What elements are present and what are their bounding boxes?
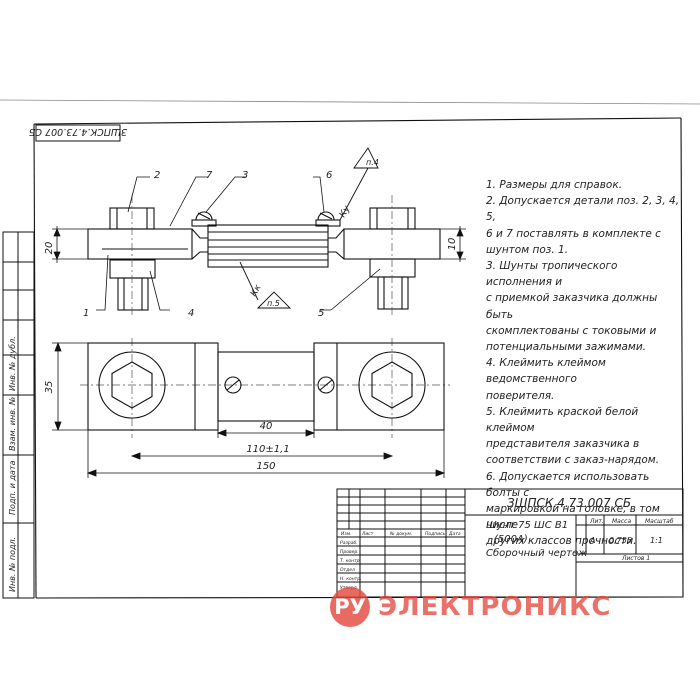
- tb-h-date: Дата: [448, 531, 461, 537]
- tb-r-empty: Отдел: [340, 567, 355, 573]
- tb-name3: Сборочный чертеж: [486, 547, 587, 559]
- dim-150: 150: [256, 461, 275, 472]
- tb-col-lit: Лит.: [589, 518, 604, 525]
- watermark-logo-icon: РУ: [330, 587, 370, 627]
- side-stamp-c3: Взам. инв. №: [8, 397, 17, 451]
- tb-r-tkontr: Т. контр.: [340, 558, 361, 564]
- note-line: 6. Допускается использовать болты с: [486, 470, 650, 499]
- dim-lines-side: [52, 226, 466, 263]
- tb-r-razrab: Разраб.: [340, 540, 358, 546]
- dim-10: 10: [447, 238, 458, 251]
- side-stamp-c1: Инв. № подл.: [8, 537, 17, 592]
- side-stamp: [2, 231, 35, 599]
- tb-name1: Шунт 75 ШС В1: [486, 520, 568, 531]
- note-line: 5. Клеймить краской белой клеймом: [486, 405, 639, 435]
- side-stamp-c4: Инв. № дубл.: [8, 336, 17, 391]
- tb-designation: ЗШПСК.4.73.007 СБ: [507, 496, 631, 510]
- note-line: 2. Допускается детали поз. 2, 3, 4, 5,: [486, 195, 680, 224]
- note-line: скомплектованы с токовыми и: [486, 324, 657, 337]
- note-line: 3. Шунты тропического исполнения и: [486, 260, 618, 289]
- plan-view: [87, 342, 445, 431]
- tb-r-nkontr: Н. контр.: [340, 576, 362, 582]
- tb-name2: (500А): [494, 534, 528, 545]
- tb-sheets: Листов 1: [621, 555, 650, 562]
- dim-110: 110±1,1: [246, 444, 289, 455]
- dim-40: 40: [260, 421, 273, 432]
- side-view: [87, 207, 441, 311]
- leader-5: 5: [318, 308, 324, 319]
- note-line: потенциальными зажимами.: [486, 341, 647, 354]
- note-line: 1. Размеры для справок.: [486, 179, 623, 191]
- mark-flags: [239, 147, 379, 309]
- tb-lit: А: [589, 536, 595, 545]
- tb-h-list: Лист: [361, 531, 374, 537]
- mark-p4: п.4: [366, 158, 379, 167]
- note-line: шунтом поз. 1.: [486, 243, 569, 256]
- note-line: с приемкой заказчика должны быть: [486, 292, 658, 321]
- tb-scale: 1:1: [650, 536, 663, 545]
- leader-lines: [96, 176, 381, 311]
- note-line: 4. Клеймить клеймом ведомственного: [486, 357, 606, 386]
- leader-7: 7: [206, 170, 213, 181]
- leader-1: 1: [83, 308, 89, 319]
- note-line: маркировкой на головке, в том числе: [486, 503, 660, 532]
- leader-3: 3: [242, 170, 248, 181]
- tb-h-sign: Подпись: [425, 531, 446, 537]
- side-stamp-c2: Подп. и дата: [8, 460, 17, 515]
- corner-code: ЗШПСК.4.73.007 СБ: [28, 124, 127, 142]
- title-block: [336, 488, 684, 598]
- tb-col-scale: Масштаб: [645, 518, 674, 525]
- note-line: 6 и 7 поставлять в комплекте с: [486, 227, 661, 240]
- note-line: поверителя.: [486, 389, 555, 402]
- tb-mass: 0,755: [609, 536, 632, 545]
- technical-requirements: 1. Размеры для справок. 2. Допускается д…: [486, 177, 686, 550]
- tb-col-mass: Масса: [612, 518, 631, 525]
- tb-h-doc: № докум.: [389, 531, 412, 537]
- note-line: других классов прочности.: [486, 535, 637, 548]
- mark-p5: п.5: [267, 299, 280, 308]
- watermark: РУ ЭЛЕКТРОНИКС: [330, 586, 611, 628]
- mark-ku-top: Ку: [338, 204, 353, 220]
- note-line: соответствии с заказ-нарядом.: [486, 454, 660, 467]
- leader-4: 4: [188, 308, 194, 319]
- dim-35: 35: [44, 381, 55, 394]
- dim-lines-plan: [52, 341, 446, 478]
- leader-2: 2: [154, 170, 160, 181]
- leader-6: 6: [326, 170, 332, 181]
- corner-code-text: ЗШПСК.4.73.007 СБ: [28, 126, 127, 137]
- dim-20: 20: [44, 242, 55, 255]
- center-lines: [80, 195, 450, 438]
- tb-h-izm: Изм.: [341, 531, 352, 537]
- watermark-text: ЭЛЕКТРОНИКС: [378, 592, 612, 622]
- note-line: представителя заказчика в: [486, 438, 640, 451]
- tb-r-prov: Провер.: [340, 549, 359, 555]
